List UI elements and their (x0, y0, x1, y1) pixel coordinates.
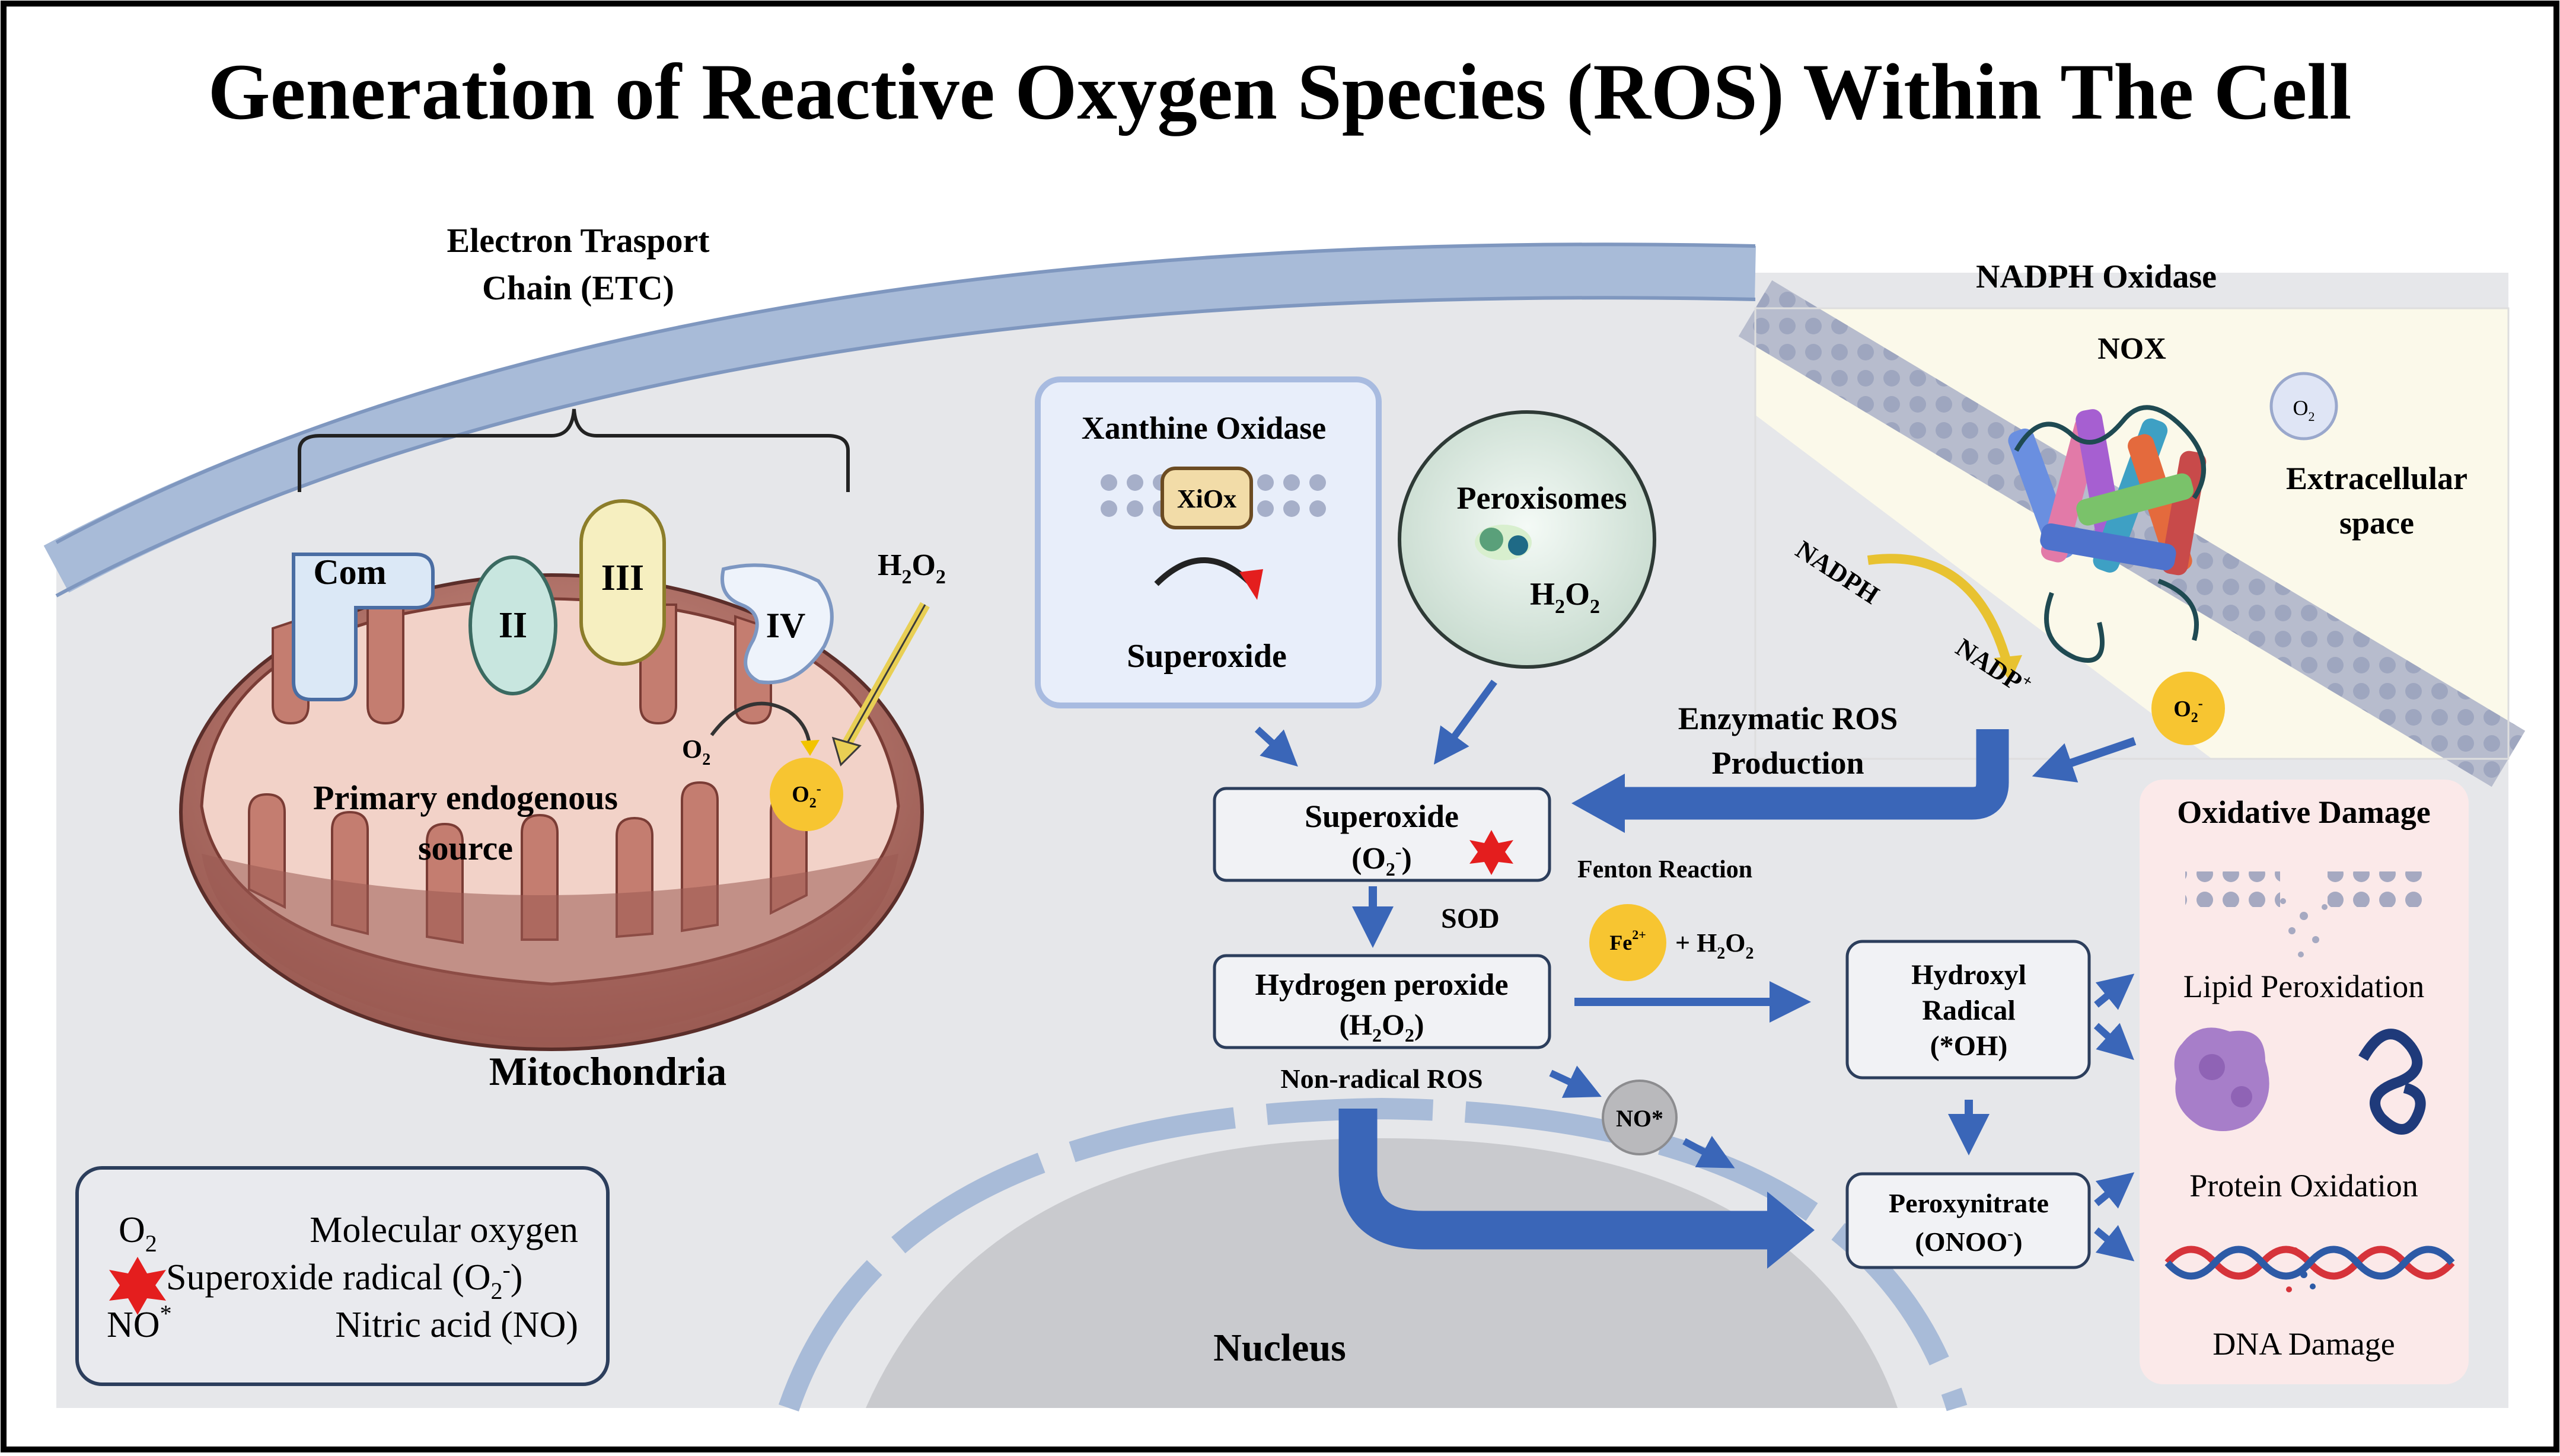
extracellular-o2-badge (2269, 372, 2338, 440)
nadph-oxidase-title: NADPH Oxidase (1976, 258, 2217, 295)
fe-label: Fe2+ (1609, 927, 1646, 954)
legend-radical-text: Superoxide radical (O2-) (166, 1256, 522, 1304)
xanthine-oxidase-box (1035, 376, 1382, 708)
mito-source-line1: Primary endogenous (313, 778, 618, 817)
complex-iv-label: IV (766, 606, 806, 645)
legend-radical-icon (109, 1257, 166, 1315)
mito-source-line2: source (418, 829, 513, 867)
cell-membrane (43, 244, 1756, 593)
hydroxyl-line1: Hydroxyl (1911, 959, 2026, 991)
mitochondria-label: Mitochondria (489, 1049, 726, 1094)
legend-no-text: Nitric acid (NO) (335, 1305, 578, 1345)
h2o2-title: Hydrogen peroxide (1255, 968, 1508, 1002)
peroxisome-h2o2: H2O2 (1530, 576, 1600, 618)
protein-label: Protein Oxidation (2189, 1168, 2418, 1203)
dna-label: DNA Damage (2212, 1326, 2395, 1362)
enzymatic-ros-arrow (1613, 729, 2009, 820)
page-title: Generation of Reactive Oxygen Species (R… (208, 48, 2352, 136)
etc-heading-line2: Chain (ETC) (482, 269, 674, 307)
extracellular-line2: space (2339, 505, 2414, 541)
peroxynitrite-line1: Peroxynitrate (1889, 1188, 2049, 1218)
complex-com-label: Com (313, 553, 386, 592)
xanthine-product: Superoxide (1127, 638, 1287, 675)
complex-ii-label: II (499, 605, 527, 646)
etc-superoxide-label: O2- (792, 781, 821, 811)
hydroxyl-line2: Radical (1922, 995, 2015, 1026)
extracellular-o2-label: O2 (2293, 396, 2315, 424)
etc-heading-line1: Electron Trasport (447, 221, 710, 260)
xiox-enzyme (1161, 467, 1253, 529)
non-radical-label: Non-radical ROS (1280, 1064, 1483, 1094)
enzymatic-line2: Production (1711, 745, 1864, 781)
nox-label: NOX (2097, 332, 2166, 366)
peroxisome-to-superoxide-arrow (1433, 679, 1497, 765)
h2o2-to-peroxynitrite-arrow (1338, 1109, 1773, 1250)
etc-h2o2-label: H2O2 (878, 548, 946, 588)
protein-blob-icon (2174, 1027, 2269, 1131)
hydroxyl-to-lipid-arrow (2094, 973, 2135, 1010)
hydroxyl-box (1845, 940, 2091, 1080)
peroxynitrite-line2: (ONOO-) (1915, 1224, 2022, 1257)
xanthine-reaction-arrow (1239, 569, 1263, 600)
h2o2-to-no-arrow (1549, 1065, 1602, 1098)
lipid-membrane-icon (2185, 871, 2422, 957)
peroxisome-title: Peroxisomes (1457, 480, 1627, 516)
no-to-peroxynitrite-arrow (1682, 1135, 1735, 1168)
xanthine-title: Xanthine Oxidase (1082, 410, 1327, 446)
legend-o2-text: Molecular oxygen (310, 1210, 578, 1250)
legend-no-symbol: NO* (107, 1300, 172, 1345)
protein-ribbon-icon (2358, 1029, 2426, 1135)
no-badge (1602, 1080, 1678, 1155)
etc-o2-label: O2 (682, 735, 710, 769)
legend-box (75, 1166, 610, 1386)
xiox-label: XiOx (1177, 484, 1236, 513)
mitochondrion (179, 573, 924, 1051)
nadph-conversion-arrow (1867, 554, 2012, 666)
damage-title: Oxidative Damage (2177, 794, 2430, 830)
fenton-h2o2: + H2O2 (1675, 928, 1754, 963)
lipid-label: Lipid Peroxidation (2183, 969, 2424, 1004)
complex-iii (579, 499, 666, 666)
nucleus-label: Nucleus (1213, 1326, 1346, 1369)
etc-superoxide-badge (770, 758, 843, 831)
nox-superoxide-label: O2- (2173, 696, 2203, 726)
superoxide-box (1213, 787, 1551, 882)
fenton-label: Fenton Reaction (1577, 856, 1752, 883)
superoxide-title: Superoxide (1305, 799, 1459, 834)
complex-com (292, 553, 435, 701)
h2o2-box (1213, 954, 1551, 1049)
oxidative-damage-panel (2140, 780, 2469, 1384)
nox-superoxide-arrow (2032, 737, 2137, 783)
hydroxyl-to-protein-arrow (2093, 1023, 2134, 1061)
fe-badge (1589, 904, 1666, 981)
dna-helix-icon (2164, 1246, 2455, 1292)
etc-bracket (298, 408, 850, 492)
xanthine-to-superoxide-arrow (1254, 726, 1298, 767)
enzymatic-line1: Enzymatic ROS (1678, 701, 1898, 736)
superoxide-radical-icon (1469, 830, 1513, 875)
complex-iii-label: III (601, 558, 644, 598)
extracellular-line1: Extracellular (2286, 461, 2467, 496)
nox-superoxide-badge (2151, 672, 2225, 745)
no-badge-label: NO* (1616, 1105, 1663, 1132)
superoxide-formula: (O2-) (1351, 841, 1412, 880)
legend-o2-symbol: O2 (119, 1210, 157, 1257)
peroxynitrite-box (1845, 1172, 2091, 1269)
peroxynitrite-to-protein-arrow (2094, 1172, 2135, 1209)
hydroxyl-line3: (*OH) (1930, 1030, 2008, 1062)
peroxynitrite-to-dna-arrow (2094, 1225, 2135, 1262)
h2o2-formula: (H2O2) (1339, 1008, 1424, 1046)
complex-ii (468, 555, 557, 695)
complex-iv (721, 563, 834, 685)
nox-protein (2008, 405, 2207, 663)
sod-label: SOD (1441, 903, 1500, 934)
